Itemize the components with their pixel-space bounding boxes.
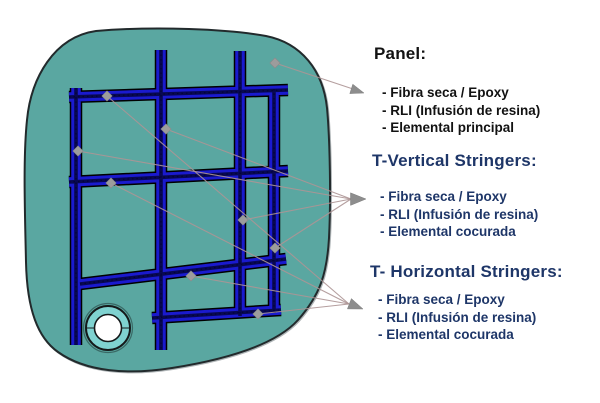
marker-diamond-h1 [101,90,113,102]
annotation-horizontal-item: - Elemental cocurada [378,327,514,342]
annotation-vertical-item: - Fibra seca / Epoxy [380,189,507,204]
annotation-vertical-stringers: T-Vertical Stringers: - Fibra seca / Epo… [372,151,538,241]
leader-line-vstringer-3 [242,198,352,221]
leader-line-vstringer-4 [274,198,352,249]
marker-diamond-v2 [160,123,172,135]
hole-center [93,313,123,343]
marker-diamond-h3 [185,270,197,282]
access-hole [82,302,134,354]
annotation-horizontal-item: - RLI (Infusión de resina) [378,309,537,325]
annotation-horizontal-items: - Fibra seca / Epoxy - RLI (Infusión de … [370,291,563,344]
arrowheads [347,83,367,310]
leader-line-hstringer-4 [257,303,350,315]
marker-diamond-h4 [252,308,264,320]
marker-diamond-v1 [72,145,84,157]
annotation-vertical-item: - Elemental cocurada [380,224,516,239]
leader-line-vstringer-1 [165,128,352,200]
annotation-horizontal-title: T- Horizontal Stringers: [370,262,563,281]
diamond-markers [72,57,281,320]
marker-diamond-panel [269,57,281,69]
annotation-panel-items: - Fibra seca / Epoxy - RLI (Infusión de … [374,84,540,137]
leader-line-hstringer-2 [110,182,350,305]
annotation-panel-item: - RLI (Infusión de resina) [382,102,541,118]
arrow-icon-horizontal-stringers [347,298,364,310]
annotation-vertical-item: - RLI (Infusión de resina) [380,206,539,222]
annotation-vertical-title: T-Vertical Stringers: [372,151,537,170]
annotation-panel-title: Panel: [374,44,427,63]
marker-diamond-v3 [237,214,249,226]
annotation-vertical-items: - Fibra seca / Epoxy - RLI (Infusión de … [372,188,538,241]
annotation-panel: Panel: - Fibra seca / Epoxy - RLI (Infus… [374,44,540,137]
arrow-icon-vertical-stringers [350,192,367,206]
leader-lines [77,62,360,315]
leader-line-hstringer-1 [106,95,350,305]
annotation-panel-item: - Fibra seca / Epoxy [382,85,509,100]
marker-diamond-h2 [105,177,117,189]
leader-line-hstringer-3 [190,275,350,305]
annotation-panel-item: - Elemental principal [382,120,515,135]
annotation-horizontal-stringers: T- Horizontal Stringers: - Fibra seca / … [370,262,563,344]
hole-outer-arc [82,302,134,354]
marker-diamond-v4 [269,242,281,254]
leader-line-panel [274,62,360,92]
annotation-horizontal-item: - Fibra seca / Epoxy [378,292,505,307]
arrow-icon-panel [349,83,365,94]
leader-line-vstringer-2 [77,150,352,200]
